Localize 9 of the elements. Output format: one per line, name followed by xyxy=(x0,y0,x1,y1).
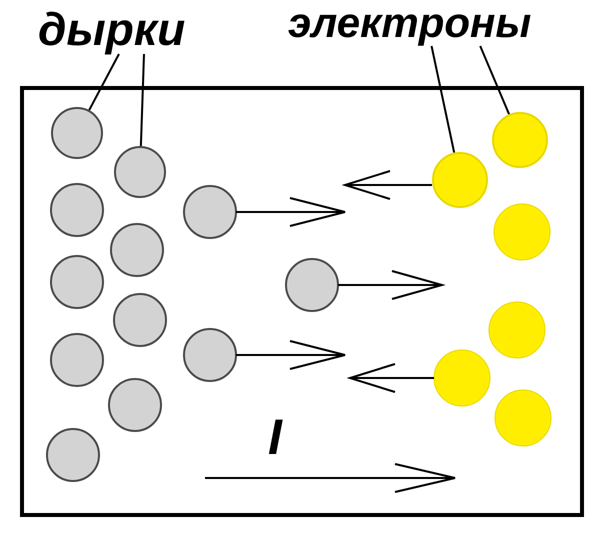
leader-line xyxy=(88,54,120,111)
current-label: I xyxy=(268,412,282,462)
leader-line xyxy=(430,46,456,153)
leader-line xyxy=(140,54,145,146)
particle-label: дырки xyxy=(38,6,186,52)
particle-label: электроны xyxy=(288,2,532,44)
hole-circle xyxy=(51,107,103,159)
hole-circle xyxy=(114,146,166,198)
leader-line xyxy=(479,46,510,115)
